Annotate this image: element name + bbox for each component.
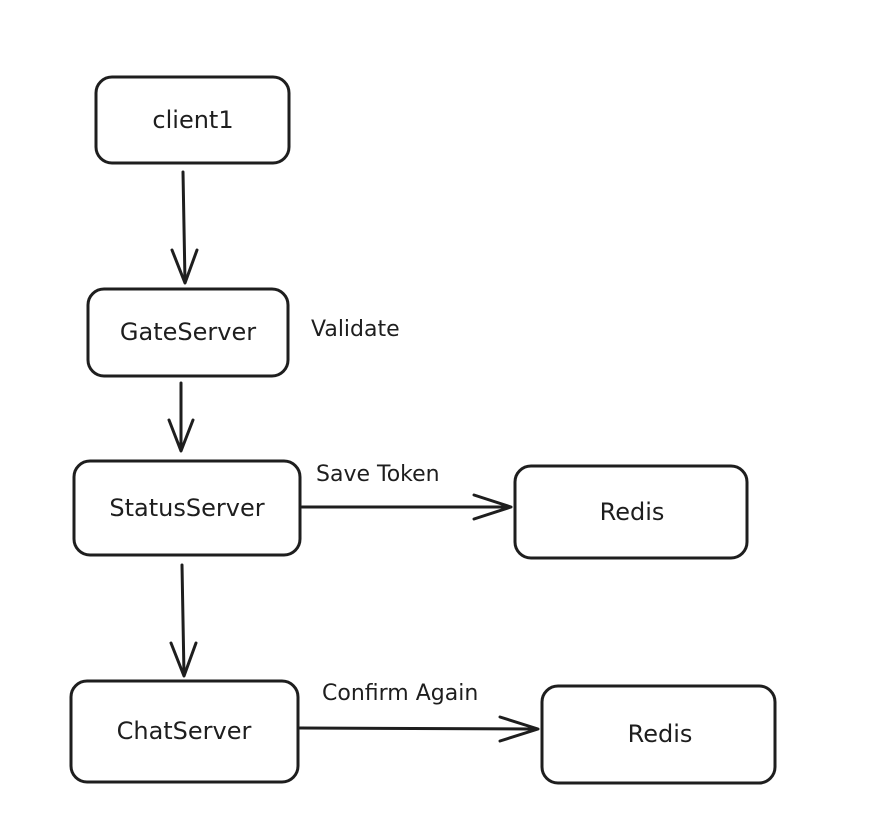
node-client1-label: client1 bbox=[152, 106, 233, 134]
edge-label-validate: Validate bbox=[311, 317, 400, 342]
edge-label-save-token: Save Token bbox=[316, 462, 440, 487]
node-redis-confirm-label: Redis bbox=[628, 720, 693, 748]
node-statusserver: StatusServer bbox=[72, 459, 302, 557]
arrow-gateserver-to-statusserver bbox=[167, 381, 195, 453]
node-chatserver: ChatServer bbox=[69, 679, 300, 784]
arrow-client1-to-gateserver bbox=[170, 170, 199, 285]
node-statusserver-label: StatusServer bbox=[109, 494, 264, 522]
node-redis-confirm: Redis bbox=[540, 684, 777, 785]
node-gateserver: GateServer bbox=[86, 287, 290, 378]
edge-label-confirm-again: Confirm Again bbox=[322, 681, 478, 706]
node-chatserver-label: ChatServer bbox=[117, 717, 252, 745]
node-client1: client1 bbox=[94, 75, 291, 165]
node-gateserver-label: GateServer bbox=[120, 318, 256, 346]
arrow-statusserver-to-chatserver bbox=[169, 563, 198, 678]
node-redis-token: Redis bbox=[513, 464, 749, 560]
node-redis-token-label: Redis bbox=[600, 498, 665, 526]
arrow-chatserver-to-redis bbox=[298, 715, 540, 743]
arrow-statusserver-to-redis bbox=[300, 493, 513, 521]
